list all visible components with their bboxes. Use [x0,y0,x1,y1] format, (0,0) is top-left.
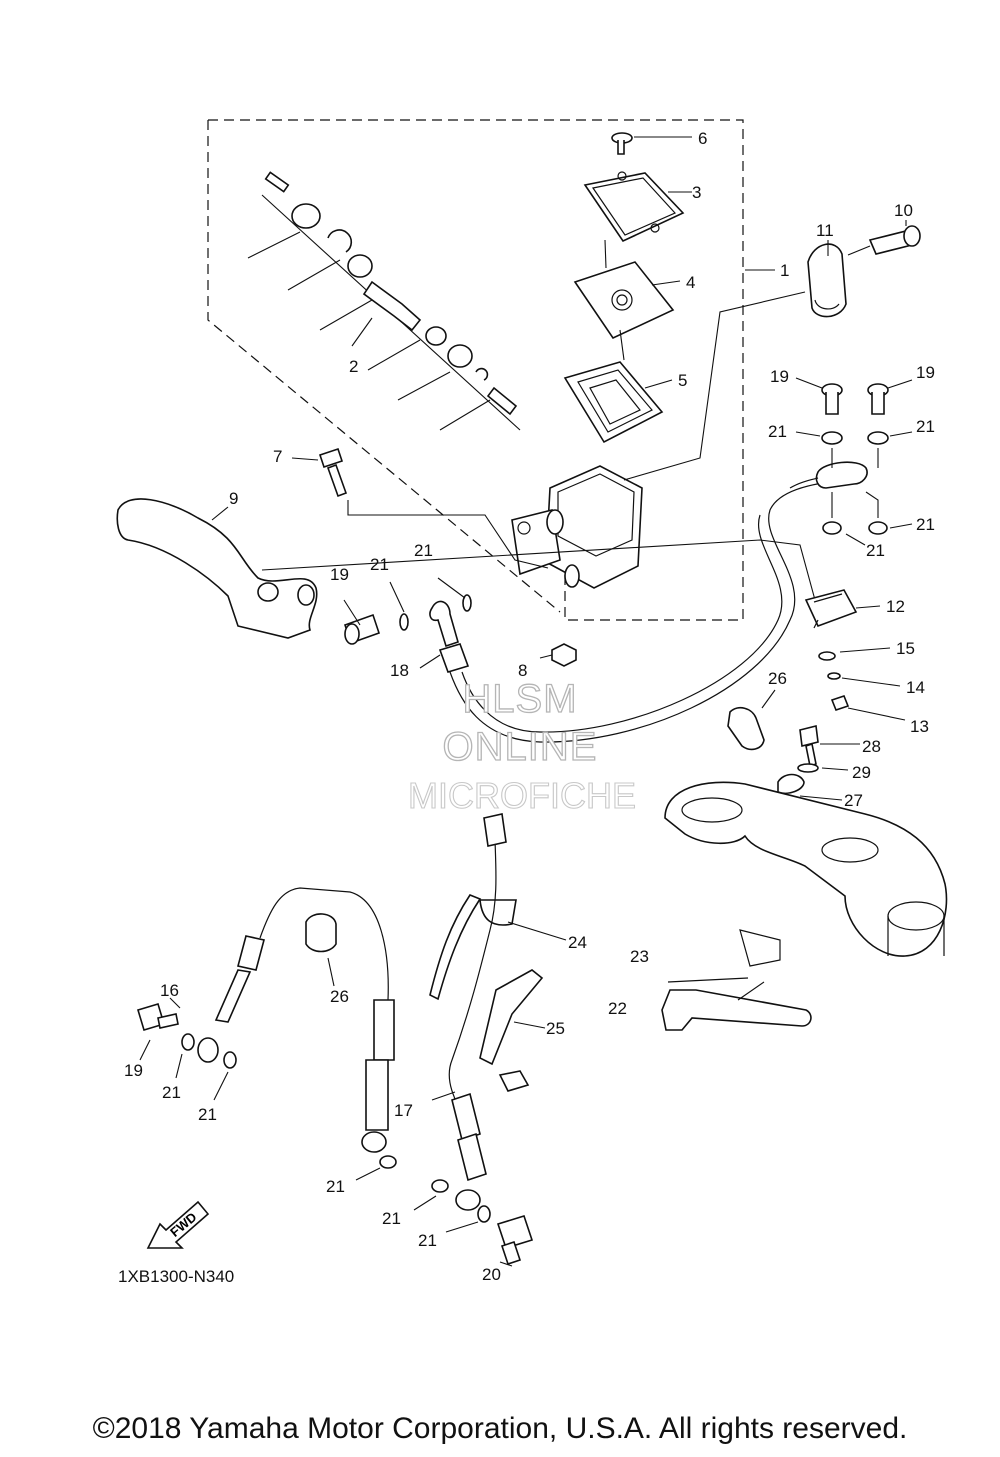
callout-21h: 21 [198,1105,217,1124]
callout-24: 24 [568,933,587,952]
callout-21j: 21 [382,1209,401,1228]
callout-21k: 21 [418,1231,437,1250]
clamp-parts [807,220,921,318]
watermark-line-3: MICROFICHE [408,775,636,816]
callout-7: 7 [273,447,282,466]
callout-21b: 21 [916,417,935,436]
reservoir-cap-parts [563,132,692,444]
lever-parts [116,447,816,667]
callout-21e: 21 [370,555,389,574]
right-banjo-parts [789,377,913,546]
callout-8: 8 [518,661,527,680]
callout-19c: 19 [330,565,349,584]
master-cylinder-body [511,269,806,589]
callout-15: 15 [896,639,915,658]
callout-25: 25 [546,1019,565,1038]
callout-4: 4 [686,273,695,292]
callout-19b: 19 [916,363,935,382]
callout-19d: 19 [124,1061,143,1080]
callout-21f: 21 [414,541,433,560]
callout-26a: 26 [768,669,787,688]
callout-14: 14 [906,678,925,697]
callout-3: 3 [692,183,701,202]
callout-18: 18 [390,661,409,680]
callout-21a: 21 [768,422,787,441]
callout-6: 6 [698,129,707,148]
callout-21c: 21 [916,515,935,534]
fwd-arrow-icon: FWD [146,1200,210,1249]
callout-16: 16 [160,981,179,1000]
watermark-line-1: HLSM [462,677,577,721]
callout-labels: 1 2 3 4 5 6 7 8 9 10 11 12 13 14 15 16 1… [124,129,935,1284]
callout-29: 29 [852,763,871,782]
callout-17: 17 [394,1101,413,1120]
callout-13: 13 [910,717,929,736]
callout-22: 22 [608,999,627,1018]
watermark-line-2: ONLINE [443,725,598,769]
callout-20: 20 [482,1265,501,1284]
callout-21d: 21 [866,541,885,560]
callout-27: 27 [844,791,863,810]
callout-9: 9 [229,489,238,508]
callout-11: 11 [816,221,834,240]
hose-bracket-parts [429,894,812,1092]
triple-clamp-parts [664,689,948,967]
callout-23: 23 [630,947,649,966]
callout-1: 1 [780,261,789,280]
piston-kit-parts [247,171,521,431]
copyright-notice: ©2018 Yamaha Motor Corporation, U.S.A. A… [92,1412,908,1445]
callout-2: 2 [349,357,358,376]
callout-26b: 26 [330,987,349,1006]
switch-parts [804,589,906,721]
callout-21g: 21 [162,1083,181,1102]
lower-hose-parts [137,813,534,1267]
callout-21i: 21 [326,1177,345,1196]
callout-19a: 19 [770,367,789,386]
diagram-code: 1XB1300-N340 [118,1267,234,1286]
watermark: HLSM ONLINE MICROFICHE [407,676,636,816]
callout-28: 28 [862,737,881,756]
callout-12: 12 [886,597,905,616]
callout-5: 5 [678,371,687,390]
callout-10: 10 [894,201,913,220]
upper-hose-parts [343,479,851,743]
